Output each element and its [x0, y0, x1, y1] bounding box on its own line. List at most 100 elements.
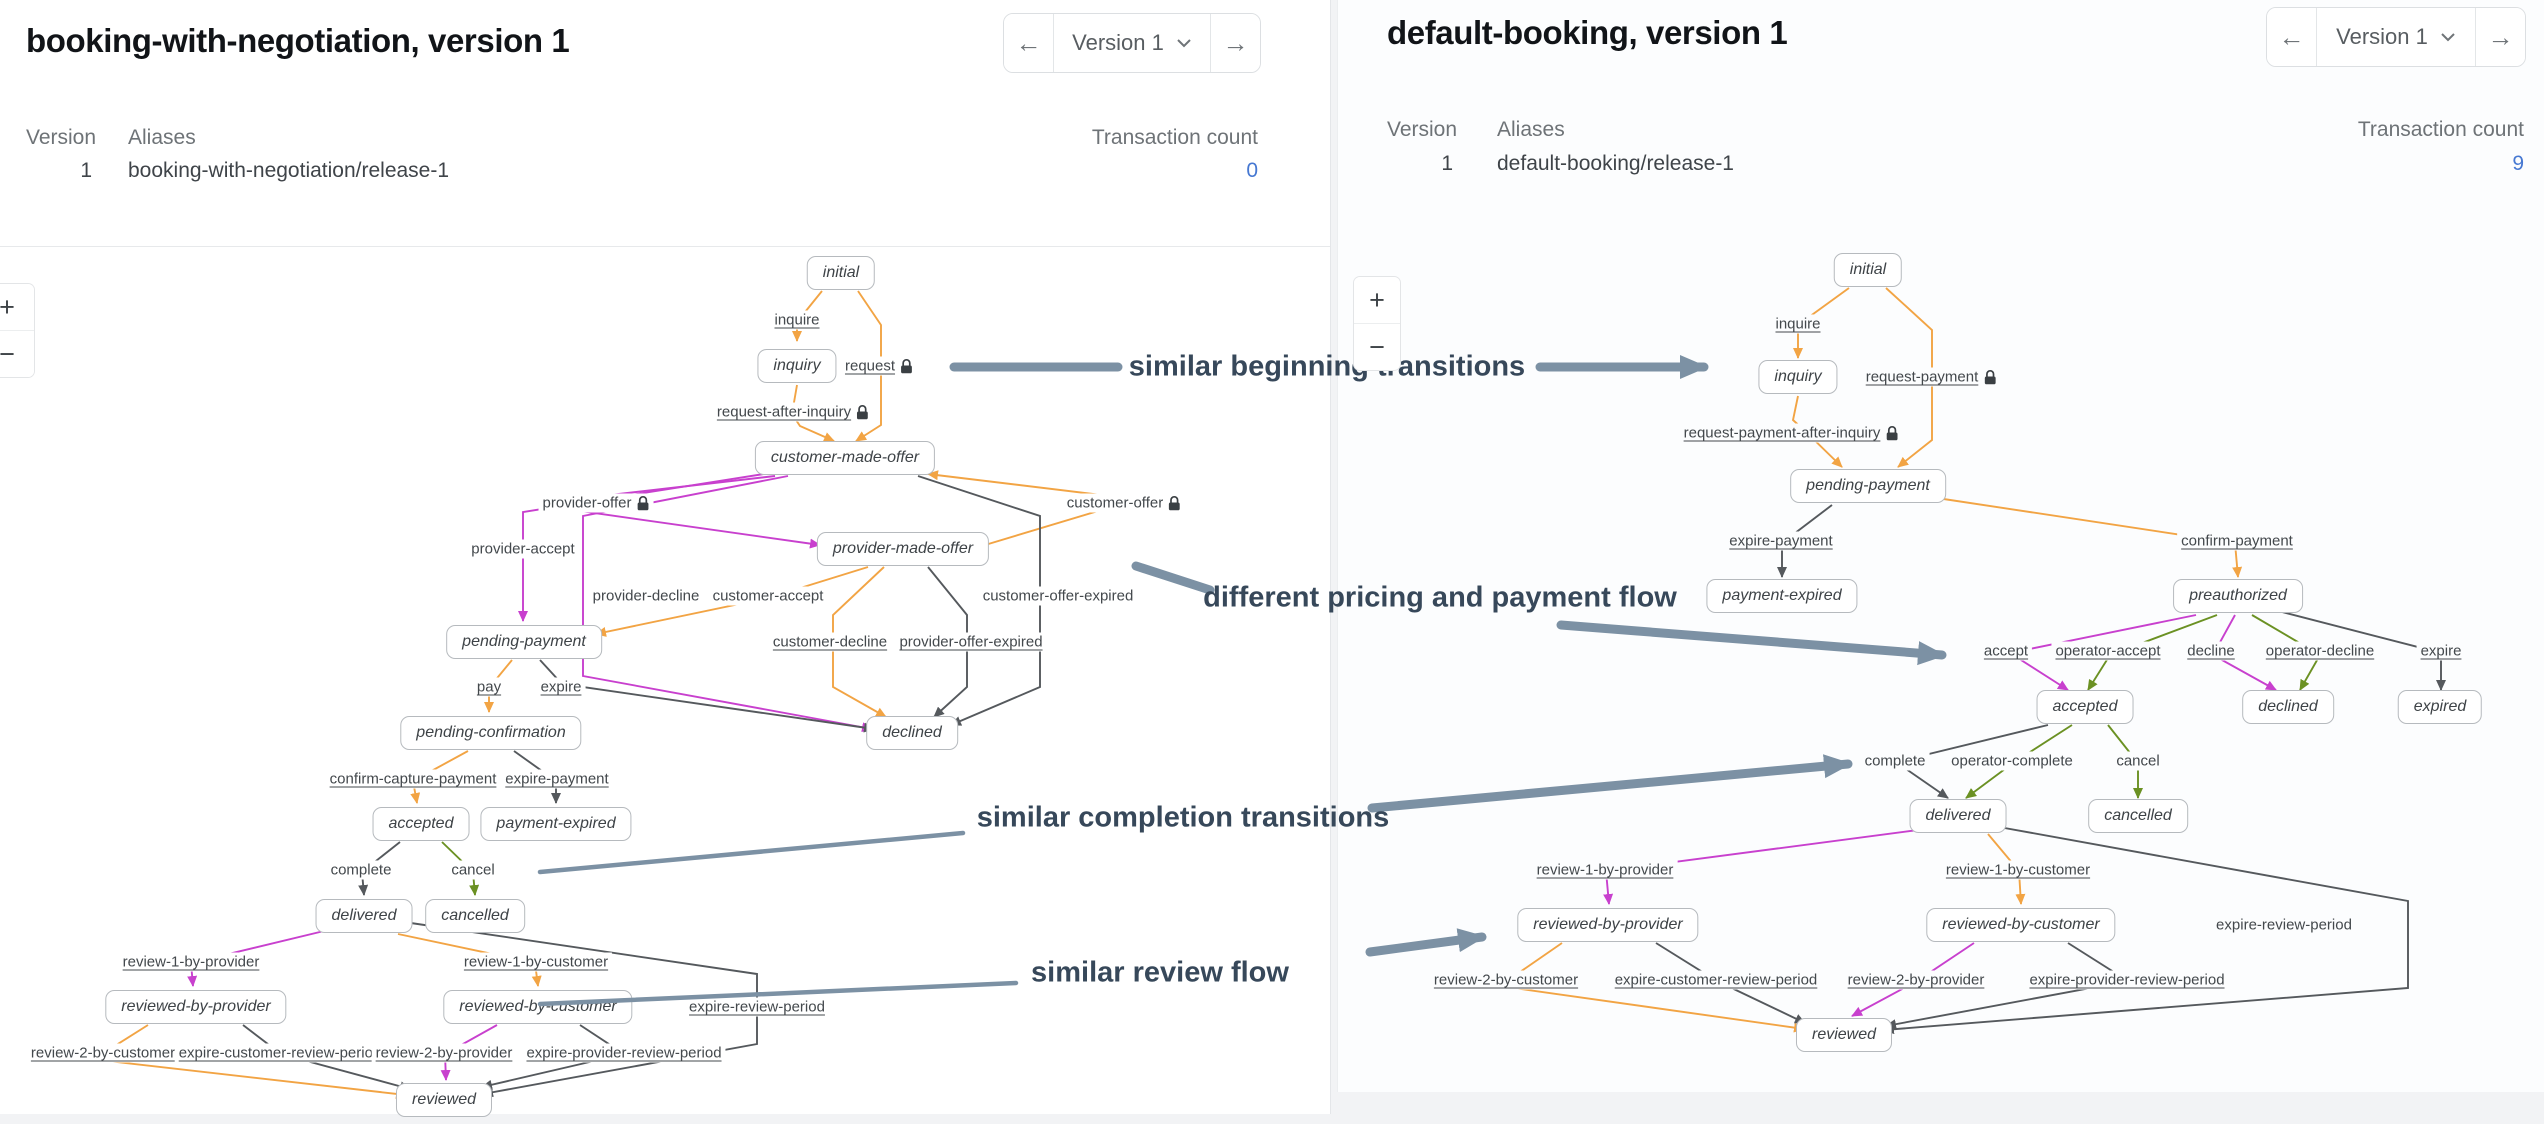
next-version-button[interactable]: → — [2476, 8, 2525, 66]
state-node-accepted[interactable]: accepted — [372, 807, 470, 841]
transition-label-text: provider-offer — [542, 494, 632, 512]
transition-label-decline[interactable]: decline — [2183, 641, 2239, 661]
state-node-preauthorized[interactable]: preauthorized — [2173, 579, 2303, 613]
annotation-arrow-line — [1365, 928, 1487, 957]
state-node-customer-made-offer[interactable]: customer-made-offer — [754, 441, 936, 475]
transition-label-text: accept — [1983, 642, 2029, 660]
transaction-count-link[interactable]: 9 — [2512, 152, 2524, 175]
transition-label-text: expire-customer-review-period — [1614, 971, 1818, 989]
state-node-reviewed-by-provider[interactable]: reviewed-by-provider — [105, 990, 287, 1024]
transition-label-inquire[interactable]: inquire — [770, 310, 824, 330]
version-cell: 1 — [1441, 152, 1453, 175]
alias-cell: booking-with-negotiation/release-1 — [128, 159, 450, 182]
transition-label-expire-customer-review-period[interactable]: expire-customer-review-period — [174, 1043, 386, 1063]
column-header-version: Version — [1387, 118, 1458, 141]
transition-label-expire-provider-review-period[interactable]: expire-provider-review-period — [2025, 970, 2229, 990]
state-node-reviewed[interactable]: reviewed — [1795, 1018, 1893, 1052]
transition-label-text: expire-customer-review-period — [178, 1044, 382, 1062]
state-node-accepted[interactable]: accepted — [2036, 690, 2134, 724]
zoom-in-button[interactable]: + — [1354, 277, 1400, 323]
transition-label-customer-decline[interactable]: customer-decline — [768, 632, 892, 652]
state-node-payment-expired[interactable]: payment-expired — [480, 807, 632, 841]
transition-label-accept[interactable]: accept — [1979, 641, 2033, 661]
transition-label-customer-accept: customer-accept — [708, 586, 828, 606]
transition-label-inquire[interactable]: inquire — [1771, 314, 1825, 334]
state-node-pending-payment[interactable]: pending-payment — [446, 625, 602, 659]
transition-label-review-1-by-customer[interactable]: review-1-by-customer — [459, 952, 613, 972]
alias-cell: default-booking/release-1 — [1497, 152, 1734, 175]
version-select-label: Version 1 — [2336, 24, 2428, 49]
transition-label-review-1-by-customer[interactable]: review-1-by-customer — [1941, 860, 2095, 880]
transition-label-expire-provider-review-period[interactable]: expire-provider-review-period — [522, 1043, 726, 1063]
transition-label-complete: complete — [1860, 751, 1930, 771]
annotation-arrow-line — [1556, 620, 1947, 666]
transition-label-review-2-by-customer[interactable]: review-2-by-customer — [1429, 970, 1583, 990]
transition-label-request-payment[interactable]: request-payment — [1861, 367, 2001, 387]
state-node-initial[interactable]: initial — [1833, 253, 1903, 287]
state-node-cancelled[interactable]: cancelled — [425, 899, 525, 933]
zoom-out-button[interactable]: − — [0, 330, 34, 377]
zoom-in-button[interactable]: + — [0, 284, 34, 330]
transition-label-text: review-2-by-customer — [30, 1044, 176, 1062]
transition-label-expire-review-period[interactable]: expire-review-period — [685, 997, 829, 1017]
transition-label-expire-payment[interactable]: expire-payment — [1725, 531, 1837, 551]
state-node-payment-expired[interactable]: payment-expired — [1706, 579, 1858, 613]
transition-label-expire-payment[interactable]: expire-payment — [501, 769, 613, 789]
transition-label-request-after-inquiry[interactable]: request-after-inquiry — [712, 402, 874, 422]
transition-label-expire[interactable]: expire — [536, 677, 586, 697]
transition-label-text: review-2-by-customer — [1433, 971, 1579, 989]
state-node-reviewed[interactable]: reviewed — [395, 1083, 493, 1117]
transition-label-expire-customer-review-period[interactable]: expire-customer-review-period — [1610, 970, 1822, 990]
state-node-inquiry[interactable]: inquiry — [1758, 360, 1838, 394]
transition-label-expire[interactable]: expire — [2416, 641, 2466, 661]
transition-label-operator-decline[interactable]: operator-decline — [2261, 641, 2379, 661]
zoom-out-button[interactable]: − — [1354, 323, 1400, 370]
state-node-delivered[interactable]: delivered — [1909, 799, 2007, 833]
version-navigator: ← Version 1 → — [1003, 13, 1261, 73]
state-node-provider-made-offer[interactable]: provider-made-offer — [816, 532, 990, 566]
transition-label-confirm-capture-payment[interactable]: confirm-capture-payment — [325, 769, 501, 789]
transition-label-review-2-by-customer[interactable]: review-2-by-customer — [26, 1043, 180, 1063]
transition-label-text: review-1-by-provider — [122, 953, 260, 971]
transition-edge — [582, 475, 873, 733]
transition-label-text: confirm-payment — [2181, 532, 2293, 550]
state-node-reviewed-by-provider[interactable]: reviewed-by-provider — [1517, 908, 1699, 942]
state-node-declined[interactable]: declined — [2242, 690, 2334, 724]
transition-edge — [518, 472, 771, 622]
transition-label-request-payment-after-inquiry[interactable]: request-payment-after-inquiry — [1679, 423, 1903, 443]
transition-label-operator-accept[interactable]: operator-accept — [2051, 641, 2165, 661]
version-select[interactable]: Version 1 — [1053, 14, 1211, 72]
state-node-reviewed-by-customer[interactable]: reviewed-by-customer — [1926, 908, 2116, 942]
transition-label-review-2-by-provider[interactable]: review-2-by-provider — [371, 1043, 517, 1063]
left-canvas-divider — [0, 246, 1330, 247]
previous-version-button[interactable]: ← — [2267, 8, 2316, 66]
previous-version-button[interactable]: ← — [1004, 14, 1053, 72]
state-node-reviewed-by-customer[interactable]: reviewed-by-customer — [443, 990, 633, 1024]
transition-label-review-1-by-provider[interactable]: review-1-by-provider — [1532, 860, 1678, 880]
version-select[interactable]: Version 1 — [2316, 8, 2476, 66]
state-node-declined[interactable]: declined — [866, 716, 958, 750]
forward-arrow-icon: → — [1222, 27, 1249, 58]
transition-label-review-2-by-provider[interactable]: review-2-by-provider — [1843, 970, 1989, 990]
transition-label-text: expire-review-period — [689, 998, 825, 1016]
transition-label-text: inquire — [1775, 315, 1821, 333]
transition-label-pay[interactable]: pay — [472, 677, 506, 697]
state-node-delivered[interactable]: delivered — [315, 899, 413, 933]
state-node-pending-confirmation[interactable]: pending-confirmation — [400, 716, 582, 750]
next-version-button[interactable]: → — [1211, 14, 1260, 72]
state-node-pending-payment[interactable]: pending-payment — [1790, 469, 1946, 503]
transition-label-confirm-payment[interactable]: confirm-payment — [2177, 531, 2297, 551]
lock-icon — [857, 404, 869, 419]
transition-label-review-1-by-provider[interactable]: review-1-by-provider — [118, 952, 264, 972]
transition-label-request[interactable]: request — [840, 356, 918, 376]
transition-label-provider-offer-expired[interactable]: provider-offer-expired — [895, 632, 1047, 652]
transition-label-provider-accept: provider-accept — [467, 539, 579, 559]
state-node-cancelled[interactable]: cancelled — [2088, 799, 2188, 833]
state-node-inquiry[interactable]: inquiry — [757, 349, 837, 383]
transition-label-text: request-after-inquiry — [716, 403, 852, 421]
state-node-initial[interactable]: initial — [806, 256, 876, 290]
transition-label-text: complete — [330, 861, 392, 879]
transaction-count-link[interactable]: 0 — [1246, 159, 1258, 182]
